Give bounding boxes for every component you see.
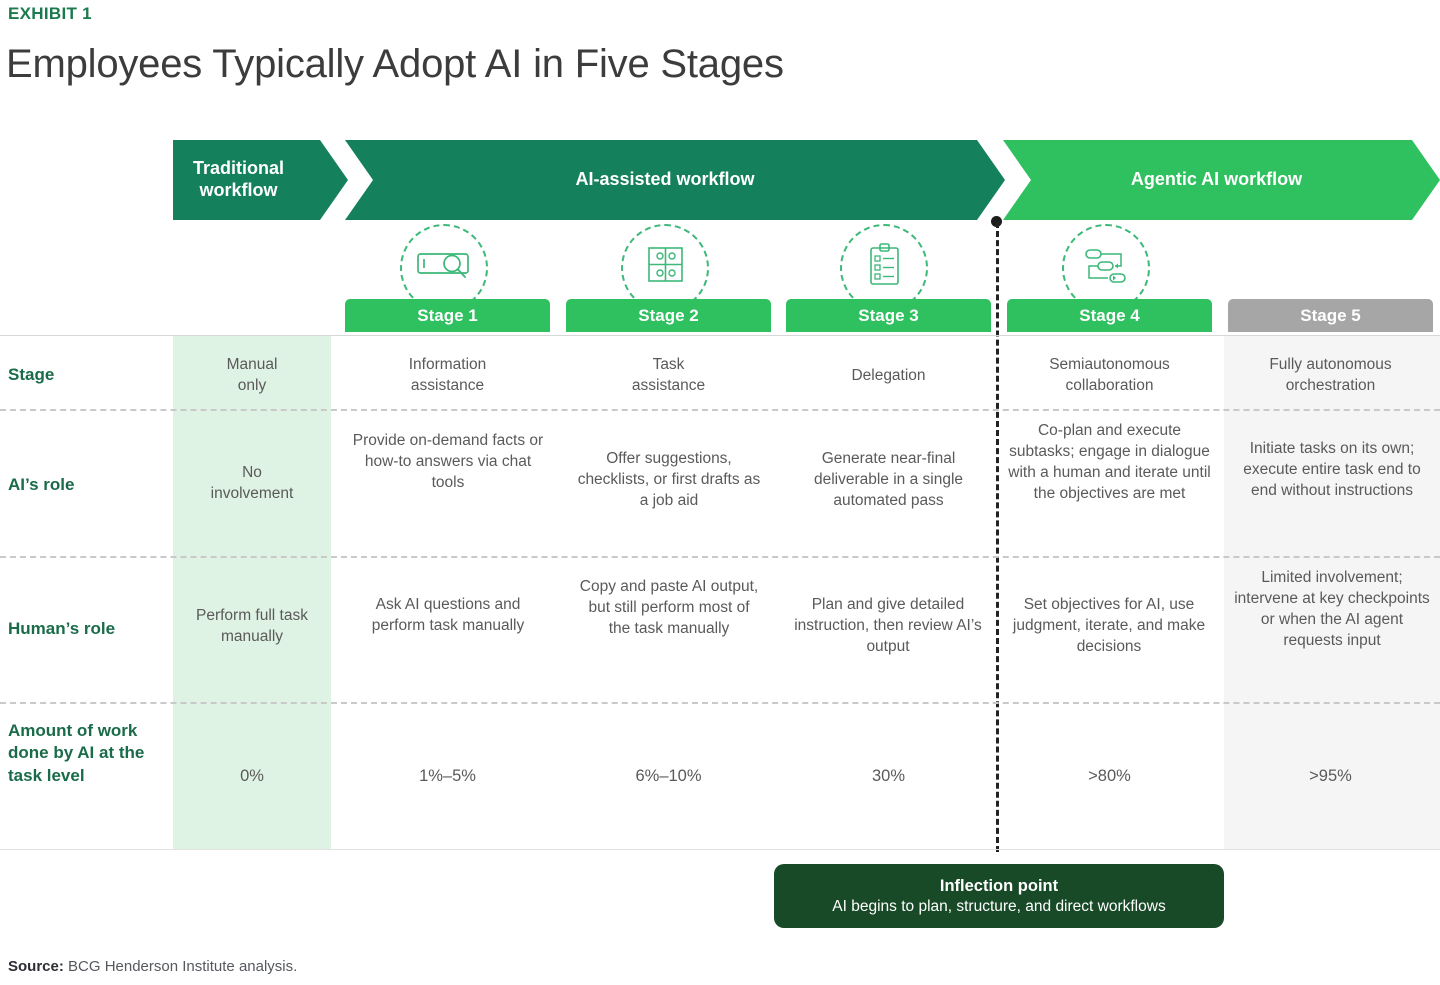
table-row: Human’s role Perform full task manually … (0, 556, 1440, 702)
cell-human-role-3: Plan and give detailed instruction, then… (794, 596, 982, 655)
stage-chip-4[interactable]: Stage 4 (1007, 299, 1212, 332)
table-row: Stage Manual only Information assistance… (0, 336, 1440, 409)
exhibit-label: EXHIBIT 1 (8, 4, 92, 23)
stage-3-icon-wrap (840, 224, 936, 312)
band-ai-assisted-workflow: AI-assisted workflow (345, 140, 1005, 220)
cell-human-role-5: Limited involvement; intervene at key ch… (1234, 569, 1430, 649)
cell-ai-role-5: Initiate tasks on its own; execute entir… (1243, 440, 1421, 499)
row-separator (0, 702, 1440, 704)
stage5-column-background (1224, 336, 1440, 850)
row-label-human-role: Human’s role (8, 619, 116, 638)
cell-stage-4: Semiautonomous collaboration (1049, 356, 1170, 394)
stage-chip-1[interactable]: Stage 1 (345, 299, 550, 332)
inflection-marker-dot (991, 216, 1002, 227)
search-bar-icon (417, 253, 469, 278)
band-ai-assisted-label: AI-assisted workflow (575, 169, 755, 190)
cell-stage-1: Information assistance (408, 356, 487, 394)
cell-stage-2: Task assistance (631, 356, 706, 394)
stage-2-icon-wrap (621, 224, 717, 312)
table-row: AI’s role No involvement Provide on-dema… (0, 409, 1440, 556)
cell-amount-5: >95% (1309, 767, 1352, 785)
stage-chip-row: Stage 1 Stage 2 Stage 3 Stage 4 Stage 5 (0, 299, 1440, 332)
cell-human-role-1: Ask AI questions and perform task manual… (371, 596, 525, 634)
stage-chip-2[interactable]: Stage 2 (566, 299, 771, 332)
cell-ai-role-3: Generate near-final deliverable in a sin… (813, 450, 964, 509)
cell-ai-role-traditional: No involvement (210, 464, 294, 502)
cell-stage-traditional: Manual only (226, 356, 278, 394)
cell-amount-1: 1%–5% (419, 767, 476, 785)
table-bottom-rule (0, 849, 1440, 850)
cell-amount-traditional: 0% (240, 767, 264, 785)
puzzle-pieces-icon (648, 247, 683, 282)
source-text: BCG Henderson Institute analysis. (63, 958, 298, 975)
row-separator (0, 556, 1440, 558)
row-label-amount-of-work: Amount of work done by AI at the task le… (8, 721, 145, 785)
checklist-clipboard-icon (870, 243, 899, 285)
cell-stage-3: Delegation (851, 367, 926, 384)
stage-chip-3[interactable]: Stage 3 (786, 299, 991, 332)
cell-amount-4: >80% (1088, 767, 1131, 785)
page-title: Employees Typically Adopt AI in Five Sta… (6, 42, 784, 86)
source-prefix: Source: (8, 958, 64, 975)
cell-amount-3: 30% (871, 767, 906, 785)
row-label-ai-role: AI’s role (8, 475, 75, 494)
band-agentic-ai-workflow: Agentic AI workflow (1003, 140, 1440, 220)
cell-human-role-2: Copy and paste AI output, but still perf… (579, 578, 759, 637)
band-agentic-label: Agentic AI workflow (1130, 169, 1303, 190)
row-label-stage: Stage (8, 365, 55, 384)
cell-human-role-4: Set objectives for AI, use judgment, ite… (1012, 596, 1206, 655)
table-row: Amount of work done by AI at the task le… (0, 702, 1440, 849)
stage-4-icon-wrap (1062, 224, 1158, 312)
cell-ai-role-1: Provide on-demand facts or how-to answer… (352, 432, 544, 491)
row-separator (0, 409, 1440, 411)
source-note: Source: BCG Henderson Institute analysis… (8, 958, 297, 975)
inflection-point-title: Inflection point (939, 876, 1059, 895)
stages-table: Stage Manual only Information assistance… (0, 332, 1440, 850)
stage-chip-5[interactable]: Stage 5 (1228, 299, 1433, 332)
stage-icons-row (0, 224, 1440, 312)
inflection-divider-line (996, 222, 999, 852)
cell-amount-2: 6%–10% (635, 767, 702, 785)
cell-ai-role-2: Offer suggestions, checklists, or first … (577, 450, 761, 509)
cell-stage-5: Fully autonomous orchestration (1269, 356, 1392, 394)
inflection-point-subtitle: AI begins to plan, structure, and direct… (832, 897, 1166, 915)
stage-1-icon-wrap (400, 224, 496, 312)
cell-ai-role-4: Co-plan and execute subtasks; engage in … (1008, 422, 1211, 502)
inflection-point-callout: Inflection point AI begins to plan, stru… (774, 864, 1224, 928)
traditional-column-background (173, 336, 331, 850)
workflow-nodes-icon (1085, 249, 1126, 283)
cell-human-role-traditional: Perform full task manually (196, 607, 308, 645)
table-top-rule (0, 335, 1440, 336)
